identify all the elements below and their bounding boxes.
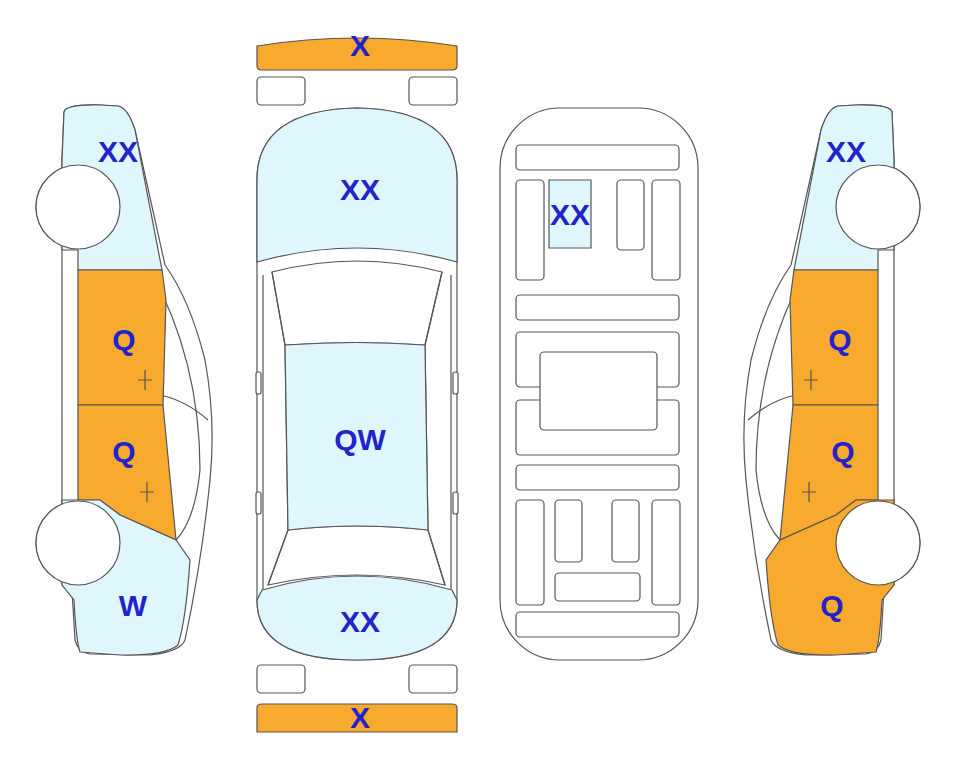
panel-fill xyxy=(257,576,457,660)
side-view xyxy=(744,105,920,655)
door-handle xyxy=(138,370,152,390)
damage-code: W xyxy=(119,591,147,621)
wheel xyxy=(36,165,120,249)
underside-view xyxy=(500,108,698,660)
damage-code: XX xyxy=(550,200,590,230)
damage-code: Q xyxy=(820,591,843,621)
wheel xyxy=(836,501,920,585)
damage-code: XX xyxy=(98,137,138,167)
car-panel: XX xyxy=(255,560,459,662)
damage-code: Q xyxy=(831,437,854,467)
damage-code: XX xyxy=(340,175,380,205)
car-panel: QW xyxy=(283,338,430,533)
car-panel: X xyxy=(255,30,459,72)
damage-code: Q xyxy=(828,325,851,355)
car-panel: Q xyxy=(75,268,170,408)
door-handle xyxy=(802,482,816,502)
car-panel: Q xyxy=(761,498,921,660)
damage-code: Q xyxy=(112,325,135,355)
side-view xyxy=(36,105,212,655)
car-panel: X xyxy=(255,702,459,734)
door-handle xyxy=(804,370,818,390)
car-panel: W xyxy=(35,498,195,660)
wheel xyxy=(836,165,920,249)
panel-fill xyxy=(549,180,591,248)
damage-code: X xyxy=(350,703,370,733)
car-panel: XX xyxy=(255,106,459,266)
damage-code: QW xyxy=(334,425,386,455)
wheel xyxy=(36,501,120,585)
car-panel: XX xyxy=(791,100,921,275)
panel-fill xyxy=(78,270,166,405)
car-panel: XX xyxy=(35,100,165,275)
panel-fill xyxy=(257,704,457,732)
damage-code: XX xyxy=(826,137,866,167)
door-handle xyxy=(140,482,154,502)
car-panel: Q xyxy=(786,268,881,408)
panel-fill xyxy=(285,343,428,531)
panel-shape xyxy=(35,100,165,275)
panel-shape xyxy=(791,100,921,275)
panel-fill xyxy=(257,108,457,262)
car-panel: XX xyxy=(545,178,597,252)
damage-code: XX xyxy=(340,607,380,637)
panel-fill xyxy=(790,270,878,405)
top-view xyxy=(256,77,458,693)
damage-code: Q xyxy=(112,437,135,467)
panel-shape xyxy=(35,498,195,660)
damage-code: X xyxy=(350,31,370,61)
panel-shape xyxy=(761,498,921,660)
